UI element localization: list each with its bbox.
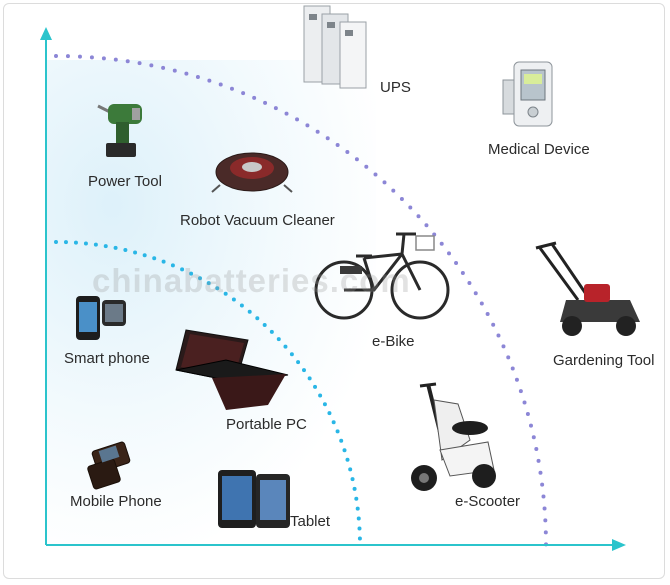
watermark-text: chinabatteries.com	[92, 262, 411, 299]
label-mobile-phone: Mobile Phone	[70, 493, 162, 510]
label-gardening-tool: Gardening Tool	[553, 352, 655, 369]
y-axis-arrow	[40, 27, 52, 40]
label-ups: UPS	[380, 79, 411, 96]
infusion-pump-icon	[502, 61, 553, 127]
lawn-mower-icon	[535, 241, 640, 336]
cordless-drill-icon	[97, 104, 142, 157]
smartphone-icon	[76, 296, 126, 340]
label-power-tool: Power Tool	[88, 173, 162, 190]
label-portable-pc: Portable PC	[226, 416, 307, 433]
electric-scooter-icon	[411, 382, 496, 491]
flip-phone-icon	[87, 441, 131, 490]
label-ebike: e-Bike	[372, 333, 415, 350]
label-tablet: Tablet	[290, 513, 331, 530]
label-escooter: e-Scooter	[455, 493, 521, 510]
laptop-icon	[175, 329, 289, 410]
label-robot-vacuum: Robot Vacuum Cleaner	[180, 212, 335, 229]
label-medical-device: Medical Device	[488, 141, 590, 158]
x-axis-arrow	[612, 539, 626, 551]
robot-vacuum-icon	[211, 152, 293, 193]
outer-dotted-arc	[54, 54, 548, 548]
inner-dotted-arc	[54, 240, 362, 548]
tablet-icon	[218, 470, 290, 528]
label-smart-phone: Smart phone	[64, 350, 150, 367]
electric-bicycle-icon	[314, 232, 450, 320]
diagram-frame	[3, 3, 665, 579]
ups-cabinet-icon	[303, 5, 367, 89]
